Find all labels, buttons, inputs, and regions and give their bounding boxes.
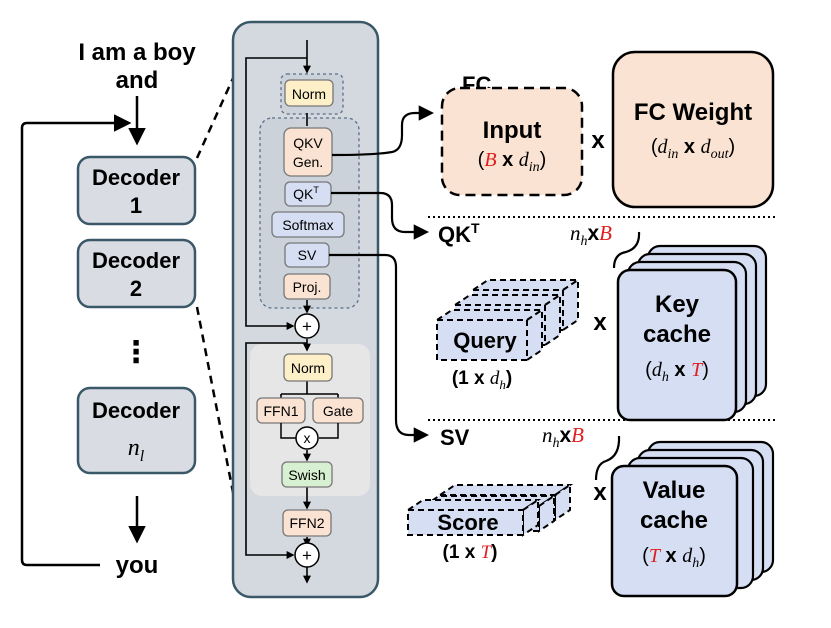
decoder-1-title: Decoder — [92, 165, 180, 190]
fc-weight-label: FC Weight — [634, 99, 752, 126]
feedback-loop-arrow — [20, 114, 132, 567]
decoder-1: Decoder 1 — [76, 155, 197, 226]
block-residual-add-2: + — [302, 546, 312, 565]
decoder-block-detail: Norm QKV Gen. QKT Softmax SV Proj. + Nor… — [231, 20, 380, 599]
block-residual-add-1: + — [302, 317, 312, 336]
fc-input-label: Input — [483, 117, 542, 144]
fc-times: x — [591, 127, 605, 154]
block-multiply: x — [304, 430, 311, 446]
qkt-title: QKT — [438, 220, 480, 247]
sv-cache-line1: Value — [643, 477, 706, 504]
block-norm-1: Norm — [292, 86, 326, 102]
prompt-line-2: and — [116, 67, 159, 94]
qkt-cache-line1: Key — [655, 291, 700, 318]
decoder-stack: I am a boy and Decoder 1 Decoder 2 ⋮ Dec… — [20, 39, 197, 579]
qkt-cache-line2: cache — [643, 321, 711, 348]
sv-cache-shape: (T x dh) — [642, 545, 706, 571]
block-norm-2: Norm — [291, 360, 325, 376]
decoder-n: Decoder nl — [76, 386, 197, 475]
fc-weight-shape: (din x dout) — [651, 136, 735, 162]
prompt-line-1: I am a boy — [78, 39, 196, 66]
sv-heads-label: nhxB — [542, 423, 584, 451]
qkt-heads-label: nhxB — [570, 221, 612, 249]
qkt-cache-shape: (dh x T) — [645, 359, 709, 385]
decoder-n-title: Decoder — [92, 398, 180, 423]
decoder-2-index: 2 — [130, 276, 142, 301]
qkt-query-label: Query — [453, 328, 517, 353]
block-qkv-line1: QKV — [293, 135, 323, 151]
block-proj: Proj. — [293, 279, 322, 295]
block-sv: SV — [298, 247, 317, 263]
sv-score-shape: (1 x T) — [443, 542, 498, 563]
fc-panel: FC Input (B x din) x FC Weight (din x do… — [440, 50, 775, 209]
sv-panel: SV nhxB Score (1 x T) x Value cache (T x… — [404, 423, 775, 598]
decoder-2: Decoder 2 — [76, 238, 197, 309]
block-softmax: Softmax — [282, 217, 333, 233]
block-swish: Swish — [288, 467, 325, 483]
output-token: you — [116, 552, 159, 579]
qkt-times: x — [593, 309, 607, 336]
sv-cache-line2: cache — [640, 507, 708, 534]
arrow-sv-to-panel — [329, 253, 430, 443]
qkt-query-shape: (1 x dh) — [452, 368, 512, 392]
block-gate: Gate — [323, 403, 354, 419]
decoder-1-index: 1 — [130, 193, 142, 218]
block-qkv-line2: Gen. — [293, 154, 323, 170]
fc-input-shape: (B x din) — [478, 149, 547, 175]
qkt-panel: QKT nhxB Query (1 x dh) x Key cache (dh … — [433, 220, 768, 422]
block-qkt: QKT — [293, 185, 319, 202]
arrow-qkt-to-panel — [331, 191, 430, 240]
sv-times: x — [593, 479, 607, 506]
block-ffn1: FFN1 — [264, 403, 299, 419]
ellipsis-dots: ⋮ — [121, 336, 151, 369]
sv-title: SV — [440, 425, 470, 450]
block-ffn2: FFN2 — [290, 515, 325, 531]
sv-score-label: Score — [437, 510, 498, 535]
arrow-qkv-to-fc — [331, 105, 435, 157]
decoder-2-title: Decoder — [92, 248, 180, 273]
decoder-n-index: nl — [128, 435, 145, 465]
